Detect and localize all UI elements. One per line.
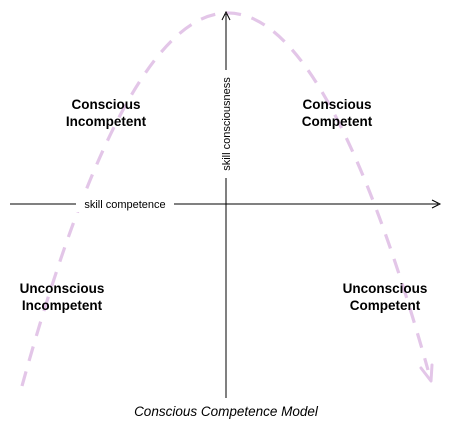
quadrant-top-left-line1: Conscious: [71, 97, 140, 112]
quadrant-top-right-line2: Competent: [302, 114, 373, 129]
x-axis-arrowhead: [431, 199, 442, 209]
quadrant-bottom-left-line2: Incompetent: [22, 298, 103, 313]
curve-arrowhead: [419, 363, 434, 383]
y-axis-label: skill consciousness: [221, 77, 233, 171]
y-axis-label-backdrop: [218, 70, 234, 178]
y-axis-arrowhead: [221, 10, 231, 21]
quadrant-bottom-left-line1: Unconscious: [20, 281, 105, 296]
quadrant-top-left-line2: Incompetent: [66, 114, 147, 129]
quadrant-bottom-right-line1: Unconscious: [343, 281, 428, 296]
x-axis-label: skill competence: [84, 199, 165, 211]
quadrant-bottom-right-line2: Competent: [350, 298, 421, 313]
diagram-caption: Conscious Competence Model: [134, 404, 319, 419]
quadrant-top-right-line1: Conscious: [302, 97, 371, 112]
x-axis-label-backdrop: [76, 196, 174, 212]
